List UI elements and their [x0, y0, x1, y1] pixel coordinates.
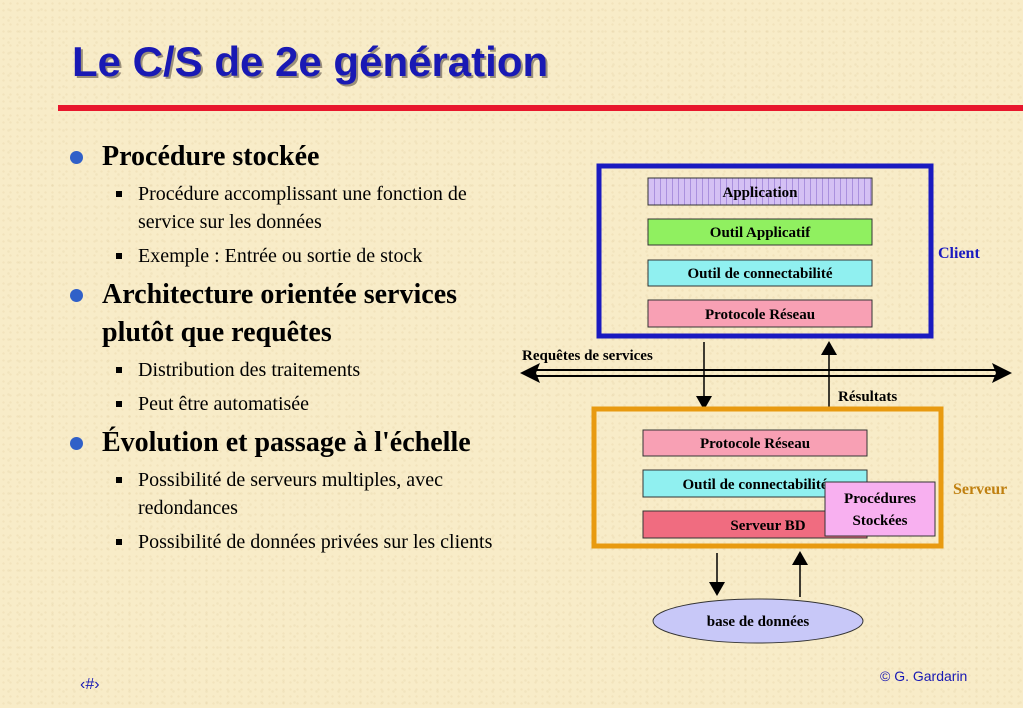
bullet-level1: Procédure stockée: [70, 138, 515, 176]
database-label: base de données: [707, 614, 810, 630]
bullet-dot-icon: [70, 437, 83, 450]
client-layer-protocole: [647, 299, 873, 328]
client-frame: [596, 163, 934, 339]
bullet-level1: Évolution et passage à l'échelle: [70, 424, 515, 462]
bullet-level2: Distribution des traitements: [70, 356, 515, 384]
client-layer-label: Protocole Réseau: [705, 307, 815, 323]
bullet-list: Procédure stockée Procédure accomplissan…: [70, 132, 515, 562]
arrow-right-icon: [992, 363, 1012, 383]
bullet-level2: Exemple : Entrée ou sortie de stock: [70, 242, 515, 270]
client-layer-application: [647, 177, 873, 206]
bullet-level2: Peut être automatisée: [70, 390, 515, 418]
arrow-up-icon: [792, 551, 808, 565]
server-frame: [591, 406, 944, 549]
procedures-box: [824, 481, 936, 537]
bullet-level2: Procédure accomplissant une fonction de …: [70, 180, 515, 236]
bullet-text: Possibilité de données privées sur les c…: [138, 531, 493, 553]
database-ellipse: [652, 598, 864, 644]
procedures-label-line1: Procédures: [844, 491, 916, 507]
client-label: Client: [938, 245, 980, 262]
server-layer-label: Outil de connectabilité: [683, 477, 828, 493]
arrow-down-icon: [709, 582, 725, 596]
bullet-text: Distribution des traitements: [138, 359, 361, 381]
bullet-dot-icon: [70, 151, 83, 164]
title-divider: [58, 105, 1023, 111]
bullet-dot-icon: [70, 289, 83, 302]
arrow-up-icon: [821, 341, 837, 355]
bullet-square-icon: [116, 367, 122, 373]
bullet-text: Évolution et passage à l'échelle: [102, 427, 471, 458]
server-label: Serveur: [953, 481, 1007, 498]
bullet-text: Procédure accomplissant une fonction de …: [138, 183, 467, 233]
bullet-level2: Possibilité de données privées sur les c…: [70, 528, 515, 556]
slide-title: Le C/S de 2e génération: [72, 38, 549, 85]
client-layer-label: Outil Applicatif: [710, 225, 811, 241]
bullet-text: Procédure stockée: [102, 141, 320, 172]
bullet-text: Architecture orientée services plutôt qu…: [102, 279, 458, 348]
procedures-label-line2: Stockées: [853, 513, 908, 529]
bullet-square-icon: [116, 477, 122, 483]
copyright: © G. Gardarin: [880, 668, 968, 684]
bullet-text: Possibilité de serveurs multiples, avec …: [138, 469, 443, 519]
bullet-square-icon: [116, 539, 122, 545]
client-layer-connectabilite: [647, 259, 873, 287]
results-label: Résultats: [838, 389, 897, 405]
arrow-left-icon: [520, 363, 540, 383]
bullet-square-icon: [116, 401, 122, 407]
client-layer-label: Outil de connectabilité: [688, 266, 833, 282]
bullet-text: Peut être automatisée: [138, 393, 310, 415]
arrow-down-icon: [696, 396, 712, 410]
requests-label: Requêtes de services: [522, 348, 653, 364]
bullet-text: Exemple : Entrée ou sortie de stock: [138, 245, 423, 267]
page-number: ‹#›: [80, 676, 100, 693]
bullet-square-icon: [116, 191, 122, 197]
bullet-level1: Architecture orientée services plutôt qu…: [70, 276, 515, 352]
bullet-level2: Possibilité de serveurs multiples, avec …: [70, 466, 515, 522]
bullet-square-icon: [116, 253, 122, 259]
client-layer-label: Application: [722, 185, 798, 201]
server-layer-label: Serveur BD: [730, 518, 805, 534]
server-layer-label: Protocole Réseau: [700, 436, 810, 452]
client-layer-outil-applicatif: [647, 218, 873, 246]
server-layer-protocole: [642, 429, 868, 457]
